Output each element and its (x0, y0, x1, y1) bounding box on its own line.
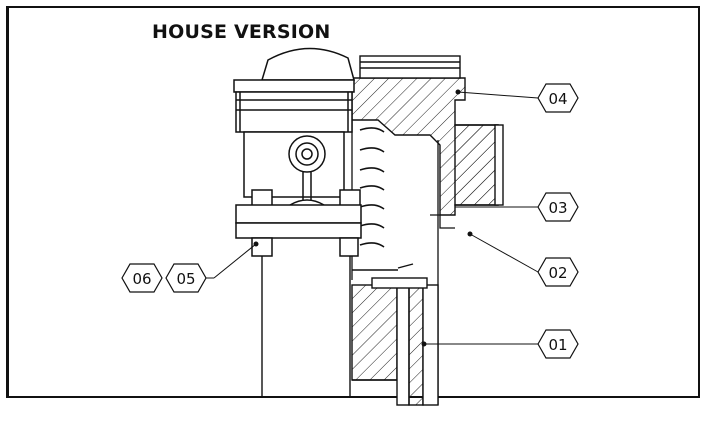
valve-head (233, 47, 362, 257)
callout-06-label: 06 (132, 270, 151, 288)
leader-dots (253, 89, 473, 347)
pipe-body (261, 255, 351, 398)
spring (359, 127, 385, 248)
callout-01: 01 (537, 329, 579, 359)
callout-05: 05 (165, 263, 207, 293)
callout-02-label: 02 (548, 264, 567, 282)
callout-01-label: 01 (548, 336, 567, 354)
callout-03-label: 03 (548, 199, 567, 217)
callout-02: 02 (537, 257, 579, 287)
callout-06: 06 (121, 263, 163, 293)
callout-04-label: 04 (548, 90, 567, 108)
callout-04: 04 (537, 83, 579, 113)
diagram-title: HOUSE VERSION (152, 21, 331, 43)
callout-05-label: 05 (176, 270, 195, 288)
filter-cartridge (351, 263, 439, 406)
housing-section (351, 55, 504, 216)
callout-03: 03 (537, 192, 579, 222)
leader-lines (213, 91, 539, 345)
